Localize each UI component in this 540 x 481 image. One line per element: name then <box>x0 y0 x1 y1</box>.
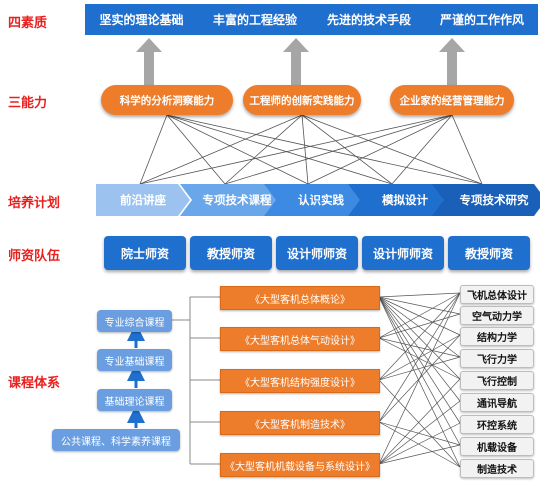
core-course: 《大型客机总体概论》 <box>220 286 380 310</box>
connector-line <box>451 114 483 185</box>
ability-pill: 科学的分析洞察能力 <box>101 85 233 115</box>
connector-line <box>378 292 461 381</box>
subject-tag: 空气动力学 <box>460 306 534 325</box>
faculty-box: 教授师资 <box>190 236 272 270</box>
ability-pill: 工程师的创新实践能力 <box>243 85 361 115</box>
subject-tag: 飞行力学 <box>460 349 534 368</box>
subject-tag: 通讯导航 <box>460 393 534 412</box>
connector-line <box>224 114 303 185</box>
subject-tag: 环控系统 <box>460 415 534 434</box>
connector-line <box>378 292 461 423</box>
connector-line <box>378 296 461 336</box>
connector-line <box>378 422 461 465</box>
connector-line <box>378 379 461 468</box>
row-label-four-qualities: 四素质 <box>8 16 48 31</box>
basic-course: 公共课程、科学素养课程 <box>52 429 180 451</box>
connector-line <box>166 114 309 185</box>
connector-line <box>378 296 461 424</box>
row-label-faculty: 师资队伍 <box>8 249 61 264</box>
subject-tag: 结构力学 <box>460 327 534 346</box>
connector-line <box>378 296 461 380</box>
subject-tag: 制造技术 <box>460 459 534 478</box>
subject-tag: 飞机总体设计 <box>460 285 534 304</box>
basic-course: 专业基础课程 <box>97 349 172 371</box>
faculty-box: 教授师资 <box>448 236 530 270</box>
subject-tag: 飞行控制 <box>460 371 534 390</box>
connector-line <box>378 356 461 381</box>
connector-line <box>378 296 461 358</box>
connector-line <box>166 114 483 185</box>
row-label-three-abilities: 三能力 <box>8 96 48 111</box>
up-arrow <box>283 38 309 85</box>
core-course: 《大型客机结构强度设计》 <box>220 369 380 393</box>
quality-box: 丰富的工程经验 <box>198 4 313 35</box>
faculty-box: 设计师师资 <box>276 236 358 270</box>
connector-line <box>378 296 461 402</box>
plan-step: 专项技术研究 <box>432 184 540 216</box>
connector-line <box>378 337 461 380</box>
connector-line <box>224 114 453 185</box>
connector-line <box>378 296 461 468</box>
basic-course: 专业综合课程 <box>97 310 172 332</box>
connector-line <box>378 421 461 446</box>
up-arrow <box>439 38 465 85</box>
row-label-training-plan: 培养计划 <box>8 196 61 211</box>
plan-step: 认识实践 <box>264 184 368 216</box>
basic-course: 基础理论课程 <box>97 389 172 411</box>
plan-step: 模拟设计 <box>348 184 452 216</box>
quality-box: 严谨的工作作风 <box>426 4 538 35</box>
ability-pill: 企业家的经营管理能力 <box>390 85 514 115</box>
quality-box: 先进的技术手段 <box>312 4 427 35</box>
quality-box: 坚实的理论基础 <box>85 4 199 35</box>
connector-line <box>166 114 393 185</box>
connector-line <box>301 114 393 185</box>
connector-line <box>307 114 453 185</box>
faculty-box: 院士师资 <box>104 236 186 270</box>
up-arrow <box>136 38 162 85</box>
connector-line <box>391 114 453 185</box>
faculty-box: 设计师师资 <box>362 236 444 270</box>
connector-line <box>139 114 168 185</box>
connector-line <box>301 114 309 185</box>
core-course: 《大型客机总体气动设计》 <box>220 327 380 351</box>
connector-line <box>378 292 461 298</box>
plan-step: 前沿讲座 <box>96 184 190 216</box>
core-course: 《大型客机机载设备与系统设计》 <box>220 453 380 477</box>
connector-line <box>378 313 461 339</box>
connector-line <box>378 444 461 465</box>
connector-line <box>139 114 303 185</box>
connector-line <box>378 296 461 315</box>
connector-line <box>378 378 461 465</box>
connector-line <box>139 114 453 185</box>
connector-line <box>378 421 461 468</box>
connector-line <box>378 400 461 465</box>
connector-line <box>378 337 461 358</box>
connector-line <box>378 292 461 339</box>
up-arrow-group <box>136 38 465 85</box>
connector-line <box>166 114 226 185</box>
plan-step: 专项技术课程 <box>180 184 284 216</box>
connector-line <box>378 296 461 446</box>
course-bracket <box>172 296 220 465</box>
core-course: 《大型客机制造技术》 <box>220 411 380 435</box>
row-label-curriculum: 课程体系 <box>8 376 61 391</box>
connector-line <box>378 292 461 465</box>
subject-tag: 机载设备 <box>460 437 534 456</box>
connector-line <box>301 114 483 185</box>
